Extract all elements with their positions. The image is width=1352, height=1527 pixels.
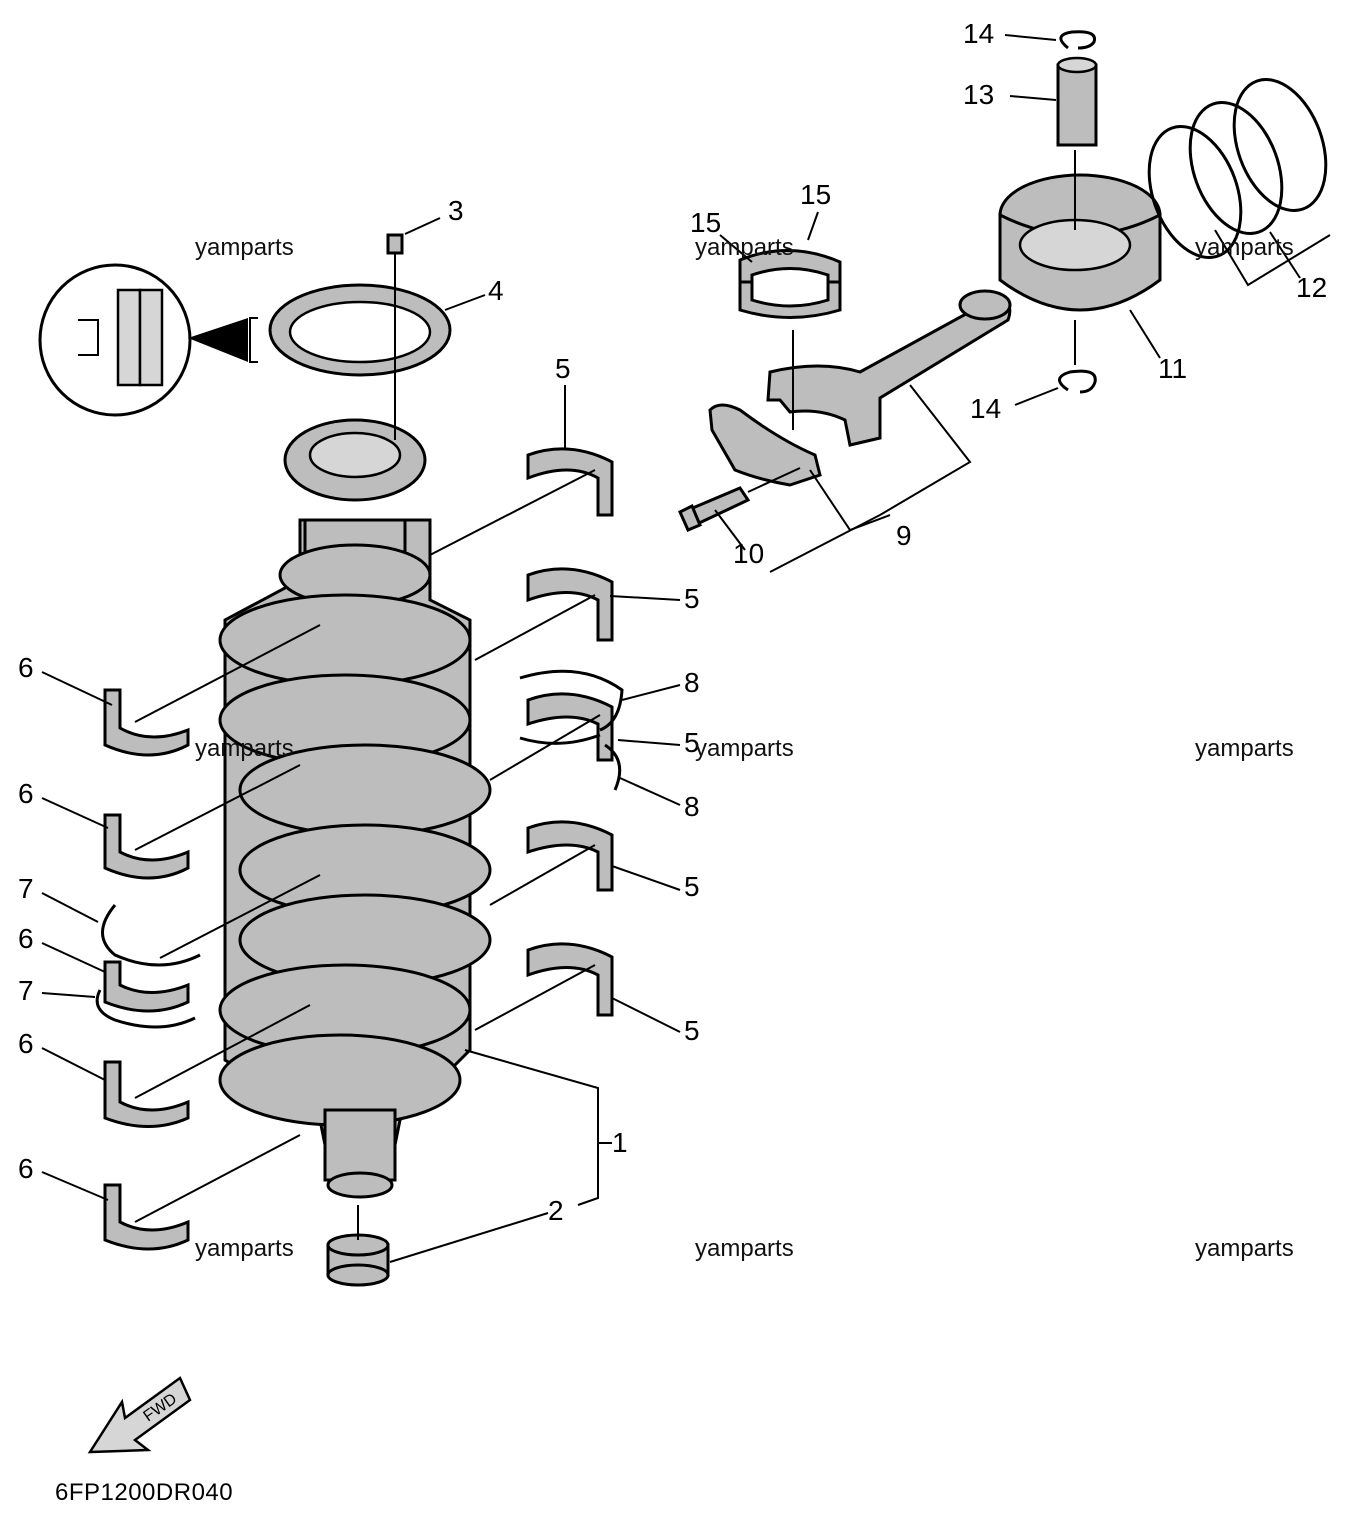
- callout-6-c: 6: [18, 923, 34, 954]
- callout-10: 10: [733, 538, 764, 569]
- callout-13: 13: [963, 79, 994, 110]
- piston-part-11: [998, 150, 1162, 365]
- callout-6-e: 6: [18, 1153, 34, 1184]
- callout-3: 3: [448, 195, 464, 226]
- dowel-pin-part-3: [386, 233, 404, 255]
- diagram-code: 6FP1200DR040: [55, 1479, 233, 1506]
- bearing-leader-lines: [134, 469, 601, 1223]
- callout-5-c: 5: [684, 727, 700, 758]
- callout-5-d: 5: [684, 871, 700, 902]
- callout-8-b: 8: [684, 791, 700, 822]
- callout-leader-lines: [41, 34, 1331, 1263]
- callout-6-b: 6: [18, 778, 34, 809]
- watermark: yamparts: [695, 1235, 794, 1262]
- watermark: yamparts: [1195, 1235, 1294, 1262]
- callout-6-a: 6: [18, 652, 34, 683]
- oil-seal-part-2: [326, 1205, 390, 1287]
- callout-9: 9: [896, 520, 912, 551]
- watermark: yamparts: [195, 234, 294, 261]
- callout-14-b: 14: [970, 393, 1001, 424]
- circlip-part-14: [1058, 30, 1097, 394]
- callout-8-a: 8: [684, 667, 700, 698]
- callout-numbers: 1 2 3 4 5 5 5 5 5 6 6 6 6 6 7 7 8 8 9 10…: [18, 18, 1327, 1226]
- callout-12: 12: [1296, 272, 1327, 303]
- thrust-washer-part-7: [95, 904, 201, 1029]
- callout-7-a: 7: [18, 873, 34, 904]
- fwd-arrow-icon: FWD: [87, 1376, 192, 1454]
- thrust-ring-part-4: [268, 245, 452, 440]
- connecting-rod-part-9: [708, 289, 1012, 487]
- callout-5-e: 5: [684, 1015, 700, 1046]
- watermark: yamparts: [195, 1235, 294, 1262]
- watermark: yamparts: [1195, 234, 1294, 261]
- thrust-washer-part-8: [519, 669, 624, 791]
- callout-5-b: 5: [684, 583, 700, 614]
- watermark: yamparts: [695, 735, 794, 762]
- piston-rings-part-12: [1147, 78, 1328, 259]
- callout-2: 2: [548, 1195, 564, 1226]
- main-bearing-lower-part-6: [103, 688, 190, 1251]
- callout-5-a: 5: [555, 353, 571, 384]
- crankshaft-assembly: [218, 418, 492, 1199]
- rod-bearing-part-15: [738, 248, 842, 319]
- callout-6-d: 6: [18, 1028, 34, 1059]
- rod-bolt-part-10: [678, 467, 801, 532]
- watermarks: yamparts yamparts yamparts yamparts yamp…: [195, 234, 1294, 1262]
- callout-15-a: 15: [800, 179, 831, 210]
- callout-14-a: 14: [963, 18, 994, 49]
- piston-pin-part-13: [1056, 56, 1098, 147]
- callout-11: 11: [1158, 353, 1187, 384]
- watermark: yamparts: [1195, 735, 1294, 762]
- callout-15-b: 15: [690, 207, 721, 238]
- callout-4: 4: [488, 275, 504, 306]
- watermark: yamparts: [195, 735, 294, 762]
- main-bearing-upper-part-5: [526, 447, 614, 1017]
- callout-7-b: 7: [18, 975, 34, 1006]
- callout-1: 1: [612, 1127, 628, 1158]
- watermark: yamparts: [695, 234, 794, 261]
- detail-inset: [38, 263, 258, 417]
